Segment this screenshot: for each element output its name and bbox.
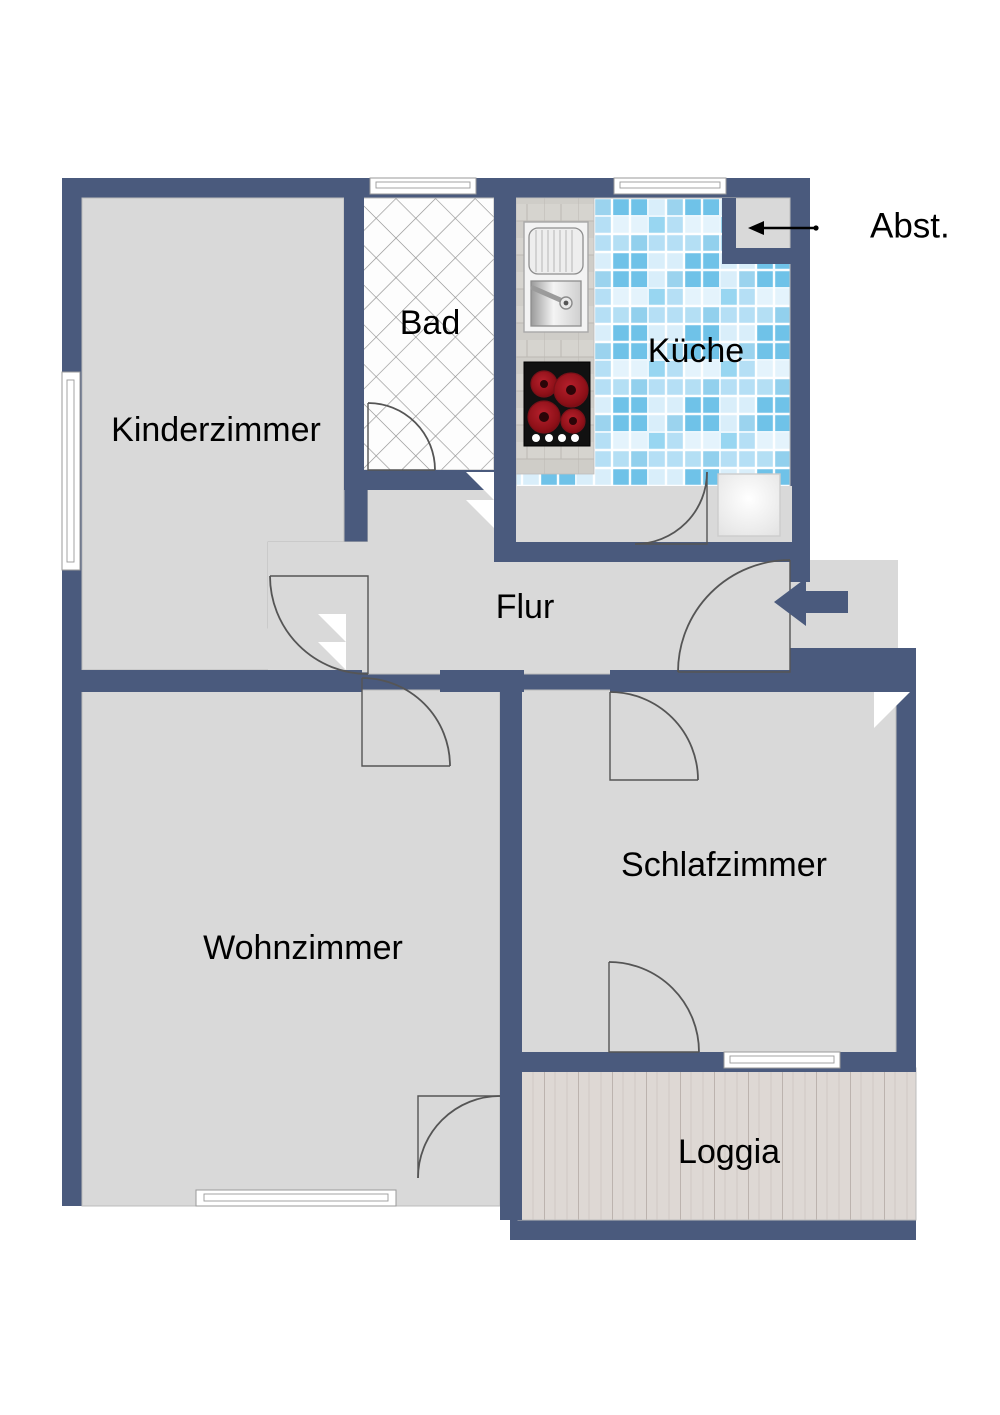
- room-label-wohnzimmer: Wohnzimmer: [203, 929, 403, 967]
- door-arcs: [269, 402, 791, 1179]
- windows: [61, 177, 841, 1207]
- door-arc-loggia: [608, 961, 700, 1053]
- door-arc-loggia-wohnzimmer: [417, 1095, 501, 1179]
- room-label-flur: Flur: [496, 588, 555, 626]
- jamb-kinder: [318, 614, 346, 642]
- entrance-arrow: [774, 578, 848, 626]
- abst-leader: [748, 221, 819, 235]
- wall-bad-south: [344, 470, 494, 490]
- window-kinderzimmer: [61, 371, 81, 571]
- window-wohnzimmer: [195, 1189, 397, 1207]
- kitchen-appliance: [717, 473, 781, 537]
- floor-schlafzimmer: [519, 689, 897, 1057]
- wall-abst-bottom: [722, 248, 792, 264]
- room-label-schlafzimmer: Schlafzimmer: [621, 846, 827, 884]
- wall-kueche-south: [494, 542, 810, 562]
- door-arc-wohnzimmer: [361, 677, 451, 767]
- kitchen-sink: [523, 221, 589, 333]
- wall-bad-kueche: [494, 178, 516, 546]
- jamb-schlaf: [874, 692, 910, 728]
- room-label-kinderzimmer: Kinderzimmer: [111, 411, 321, 449]
- floor-flur-west: [268, 542, 372, 672]
- jamb-bad-2: [466, 500, 494, 528]
- window-bad: [369, 177, 477, 195]
- door-arc-bad: [367, 402, 436, 471]
- wall-abst-left: [722, 198, 736, 262]
- room-label-loggia: Loggia: [678, 1133, 780, 1171]
- kitchen-stove: [523, 361, 591, 447]
- window-schlafzimmer: [723, 1051, 841, 1069]
- wall-kinder-south: [62, 670, 362, 692]
- wall-schlaf-south: [500, 1052, 916, 1072]
- jamb-bad: [466, 472, 494, 500]
- floor-loggia: [517, 1067, 917, 1221]
- wall-wohn-schlaf: [500, 670, 522, 1220]
- door-arc-kinderzimmer: [269, 575, 369, 675]
- wall-flur-south-east: [610, 670, 916, 692]
- door-arc-entrance: [677, 559, 791, 673]
- door-jambs: [318, 472, 910, 728]
- room-label-kueche: Küche: [648, 332, 744, 370]
- wall-kinder-bad: [344, 178, 364, 490]
- door-arc-kueche: [634, 471, 708, 545]
- interior-walls: [62, 178, 916, 1220]
- annotation-label-abst: Abst.: [870, 206, 950, 245]
- jamb-kinder-2: [318, 642, 346, 670]
- wall-flur-east-top: [790, 542, 810, 582]
- wall-entry-stub: [790, 648, 916, 670]
- window-kueche: [613, 177, 727, 195]
- kitchen-fixtures: [523, 221, 781, 537]
- room-label-bad: Bad: [400, 304, 461, 342]
- door-arc-schlafzimmer: [609, 691, 699, 781]
- floor-bad: [361, 197, 495, 471]
- room-labels: Kinderzimmer Bad Küche Flur Wohnzimmer S…: [111, 206, 950, 1171]
